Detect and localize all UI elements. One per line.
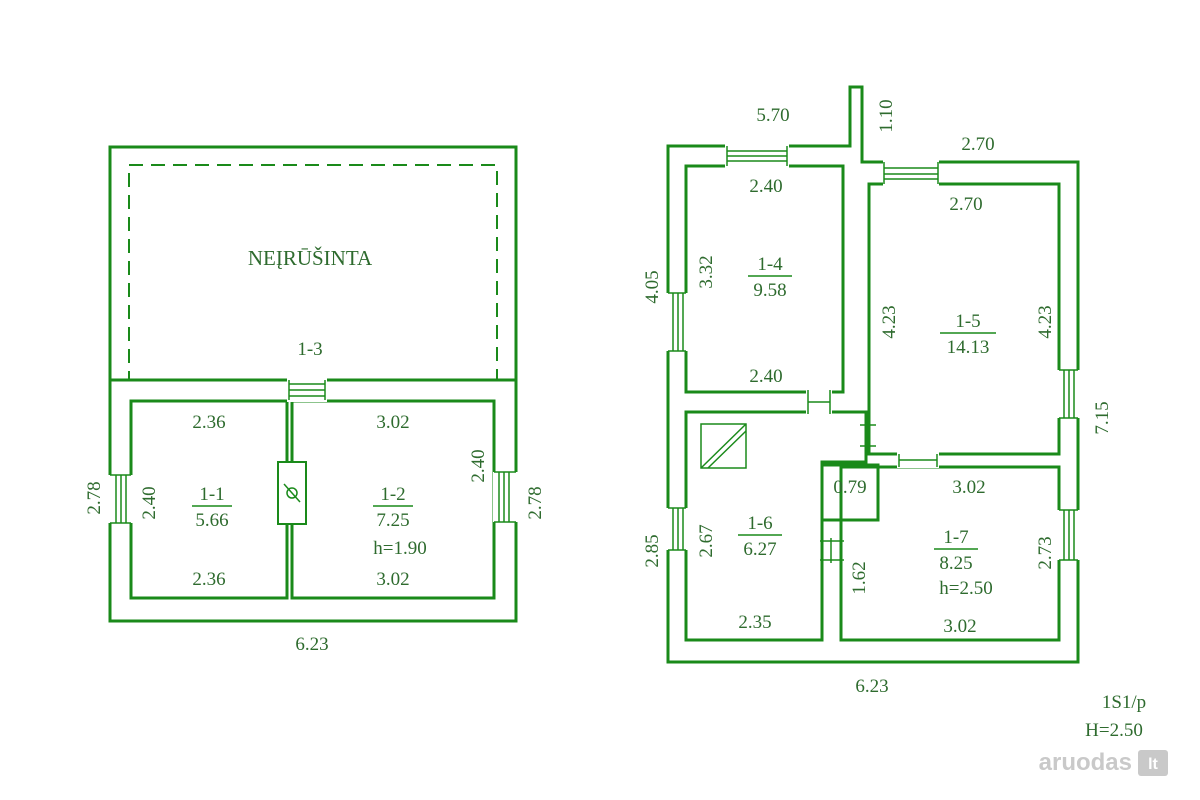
window-top-left: [725, 144, 789, 168]
room-1-5-top-dim: 2.70: [949, 194, 982, 215]
room-1-2-bottom-dim: 3.02: [376, 569, 409, 590]
room-1-1-bottom-dim: 2.36: [192, 569, 225, 590]
room-1-4-area: 9.58: [753, 280, 786, 301]
boiler-icon: [700, 423, 747, 469]
door-1-4-1-6: [806, 390, 832, 414]
room-1-5-left-dim: 4.23: [879, 305, 900, 338]
room-1-1-left-dim: 2.40: [139, 486, 160, 519]
stove-icon: [277, 461, 307, 525]
left-outer-right-dim: 2.78: [525, 486, 546, 519]
unfinished-area-outline: [128, 164, 498, 381]
room-1-3-label: 1-3: [297, 339, 322, 360]
room-1-2-right-dim: 2.40: [468, 449, 489, 482]
watermark-suffix: lt: [1148, 756, 1158, 773]
room-1-5-area: 14.13: [947, 337, 990, 358]
room-1-6-left-dim: 2.67: [696, 524, 717, 557]
room-1-7-right-dim: 2.73: [1035, 536, 1056, 569]
room-1-7-id: 1-7: [943, 527, 968, 548]
room-1-1-area: 5.66: [195, 510, 228, 531]
room-1-2-height: h=1.90: [373, 538, 426, 559]
room-1-7-area: 8.25: [939, 553, 972, 574]
room-1-5-right-dim: 4.23: [1035, 305, 1056, 338]
room-1-4-left-dim: 3.32: [696, 255, 717, 288]
room-1-7-bottom-dim: 3.02: [943, 616, 976, 637]
watermark-logo: aruodas lt: [1039, 749, 1168, 776]
left-plan: [108, 145, 518, 623]
right-outer-left-lower-dim: 2.85: [642, 534, 663, 567]
door-1-5-1-7: [897, 452, 939, 468]
window-right: [493, 471, 518, 523]
room-1-6-outline: [684, 410, 868, 642]
room-1-1-top-dim: 2.36: [192, 412, 225, 433]
right-outer-wall: [666, 85, 1080, 664]
window-right-lower: [1057, 509, 1081, 561]
room-1-2-id: 1-2: [380, 484, 405, 505]
right-top-right-dim: 2.70: [961, 134, 994, 155]
room-1-7-left-dim: 1.62: [849, 561, 870, 594]
window-top-right: [883, 160, 939, 186]
room-1-7-top-dim: 3.02: [952, 477, 985, 498]
room-1-5-outline: [867, 182, 1061, 456]
window-left-lower: [666, 507, 690, 551]
chimney-dim: 1.10: [876, 99, 897, 132]
left-outer-left-dim: 2.78: [84, 481, 105, 514]
room-1-2-area: 7.25: [376, 510, 409, 531]
right-plan: [666, 85, 1081, 664]
left-outer-wall: [108, 145, 518, 623]
room-1-6-id: 1-6: [747, 513, 772, 534]
window-left-upper: [666, 292, 690, 352]
room-1-4-top-dim: 2.40: [749, 176, 782, 197]
door-1-6-1-7: [820, 538, 844, 563]
window-right-upper: [1057, 369, 1081, 419]
room-1-6-bottom-dim: 2.35: [738, 612, 771, 633]
right-top-left-dim: 5.70: [756, 105, 789, 126]
unfinished-label: NEĮRŪŠINTA: [248, 246, 373, 270]
watermark-badge: [1138, 750, 1168, 776]
window-left: [108, 474, 133, 524]
closet-outline: [820, 463, 880, 522]
right-outer-right-dim: 7.15: [1092, 401, 1113, 434]
room-1-2-top-dim: 3.02: [376, 412, 409, 433]
room-1-6-area: 6.27: [743, 539, 776, 560]
room-1-1-id: 1-1: [199, 484, 224, 505]
door-1-3: [287, 378, 327, 402]
room-1-4-bottom-dim: 2.40: [749, 366, 782, 387]
right-outer-left-upper-dim: 4.05: [642, 270, 663, 303]
closet-area: 0.79: [833, 477, 866, 498]
left-outer-bottom-dim: 6.23: [295, 634, 328, 655]
right-outer-bottom-dim: 6.23: [855, 676, 888, 697]
floor-code: 1S1/p: [1102, 692, 1146, 713]
room-1-5-id: 1-5: [955, 311, 980, 332]
door-1-5-1-6: [860, 420, 876, 450]
watermark-text: aruodas: [1039, 749, 1132, 776]
room-1-7-height: h=2.50: [939, 578, 992, 599]
room-1-4-id: 1-4: [757, 254, 783, 275]
floor-height: H=2.50: [1085, 720, 1143, 741]
